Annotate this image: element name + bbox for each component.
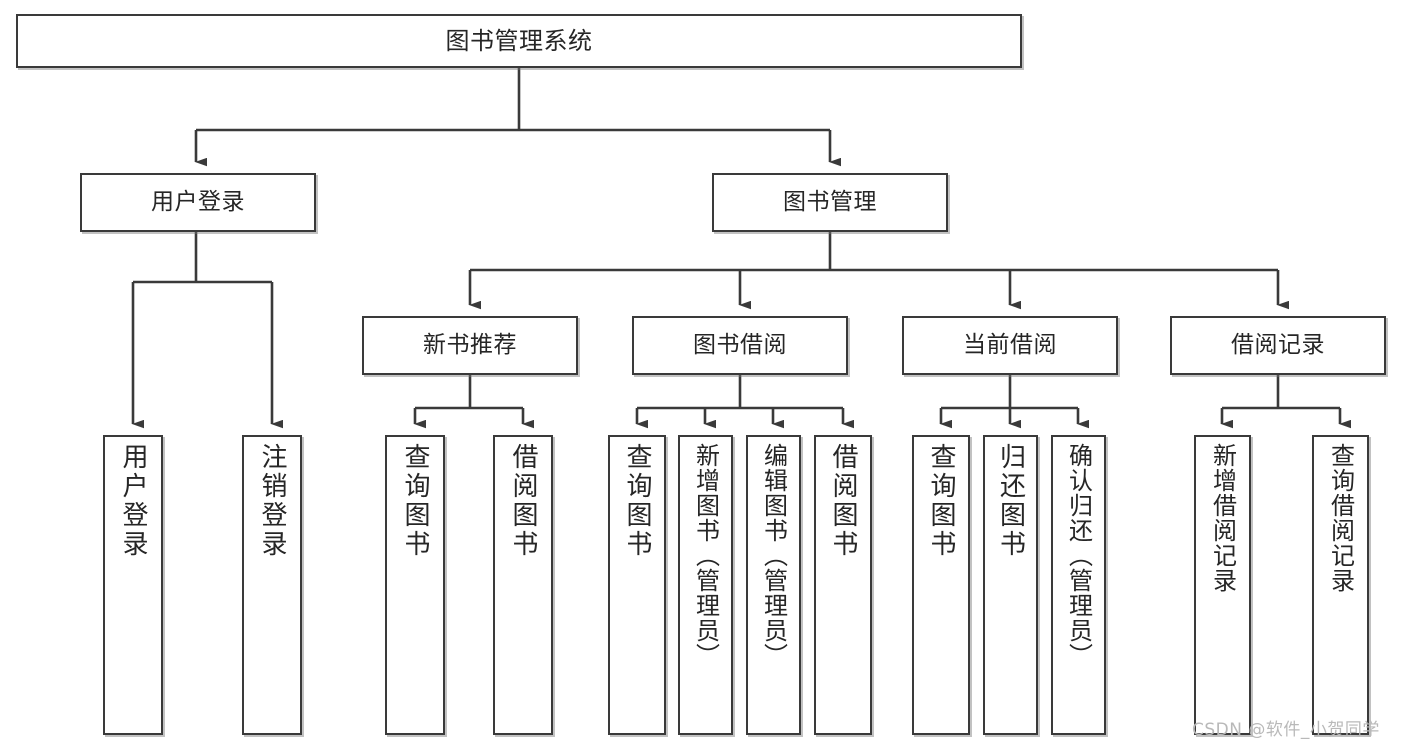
leaf-book-borrow-edit-admin[interactable]: 编辑图书（管理员） [746,435,801,735]
node-label: 图书管理系统 [445,26,593,55]
watermark-text: CSDN @软件_小贺同学 [1192,720,1380,740]
node-label: 用户登录 [151,188,245,215]
node-label: 图书管理 [783,188,877,215]
node-borrow-record[interactable]: 借阅记录 [1170,316,1386,375]
node-label: 新书推荐 [423,331,517,358]
node-label: 用户登录 [118,443,148,559]
leaf-user-login-login[interactable]: 用户登录 [103,435,163,735]
node-new-book-recommend[interactable]: 新书推荐 [362,316,578,375]
node-current-borrow[interactable]: 当前借阅 [902,316,1118,375]
node-label: 新增借阅记录 [1208,443,1237,593]
node-label: 查询图书 [926,443,956,559]
node-label: 借阅记录 [1231,331,1325,358]
node-root-system[interactable]: 图书管理系统 [16,14,1022,68]
leaf-borrow-record-add[interactable]: 新增借阅记录 [1194,435,1251,735]
leaf-book-borrow-borrow[interactable]: 借阅图书 [814,435,872,735]
node-user-login[interactable]: 用户登录 [80,173,316,232]
node-book-borrow[interactable]: 图书借阅 [632,316,848,375]
leaf-book-borrow-add-admin[interactable]: 新增图书（管理员） [678,435,733,735]
leaf-current-borrow-confirm-admin[interactable]: 确认归还（管理员） [1051,435,1106,735]
leaf-new-book-borrow[interactable]: 借阅图书 [493,435,553,735]
leaf-new-book-query[interactable]: 查询图书 [385,435,445,735]
leaf-current-borrow-return[interactable]: 归还图书 [983,435,1038,735]
node-label: 编辑图书（管理员） [759,443,788,668]
node-label: 借阅图书 [508,443,538,559]
node-label: 查询借阅记录 [1326,443,1355,593]
node-book-management[interactable]: 图书管理 [712,173,948,232]
leaf-borrow-record-query[interactable]: 查询借阅记录 [1312,435,1369,735]
node-label: 图书借阅 [693,331,787,358]
node-label: 借阅图书 [828,443,858,559]
node-label: 新增图书（管理员） [691,443,720,668]
node-label: 确认归还（管理员） [1064,443,1093,668]
node-label: 查询图书 [400,443,430,559]
node-label: 注销登录 [257,443,287,559]
leaf-book-borrow-query[interactable]: 查询图书 [608,435,666,735]
node-label: 归还图书 [995,443,1026,559]
node-label: 当前借阅 [963,331,1057,358]
leaf-user-login-logout[interactable]: 注销登录 [242,435,302,735]
leaf-current-borrow-query[interactable]: 查询图书 [912,435,970,735]
node-label: 查询图书 [622,443,652,559]
